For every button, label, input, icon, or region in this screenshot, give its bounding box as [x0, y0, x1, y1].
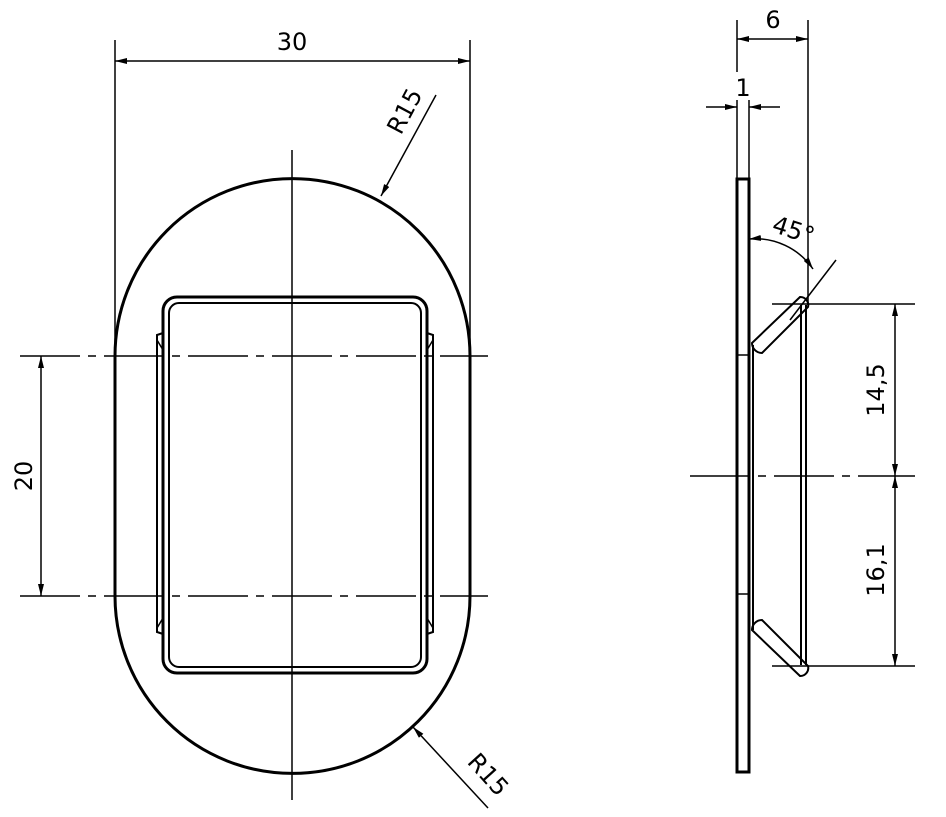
- tab-left-inner: [156, 339, 164, 629]
- lower-lip: [750, 618, 810, 677]
- tab-right: [426, 332, 434, 635]
- angle-extension-line: [789, 259, 837, 321]
- width-dimension-label: 30: [277, 28, 308, 56]
- tab-right-inner: [426, 339, 434, 629]
- tab-left: [156, 332, 164, 635]
- upper-lip: [750, 296, 810, 355]
- opening-inner-edge: [168, 302, 422, 668]
- depth-dimension-label: 6: [765, 6, 780, 34]
- upper-height-label: 14,5: [862, 363, 890, 416]
- lower-height-label: 16,1: [862, 543, 890, 596]
- radius-leader-top: [380, 94, 437, 197]
- radius-label-top: R15: [381, 84, 428, 139]
- front-view: 30 20 R15 R15: [10, 28, 514, 809]
- height-dimension-label: 20: [10, 461, 38, 492]
- radius-leader-bottom: [412, 726, 489, 809]
- thickness-dimension-label: 1: [735, 74, 750, 102]
- angle-dimension-arc: [748, 234, 814, 270]
- opening-outer-edge: [161, 295, 429, 675]
- side-view: 6 1 45° 14,5 16,1: [690, 6, 915, 774]
- radius-label-bottom: R15: [462, 748, 514, 802]
- angle-dimension-label: 45°: [769, 211, 818, 251]
